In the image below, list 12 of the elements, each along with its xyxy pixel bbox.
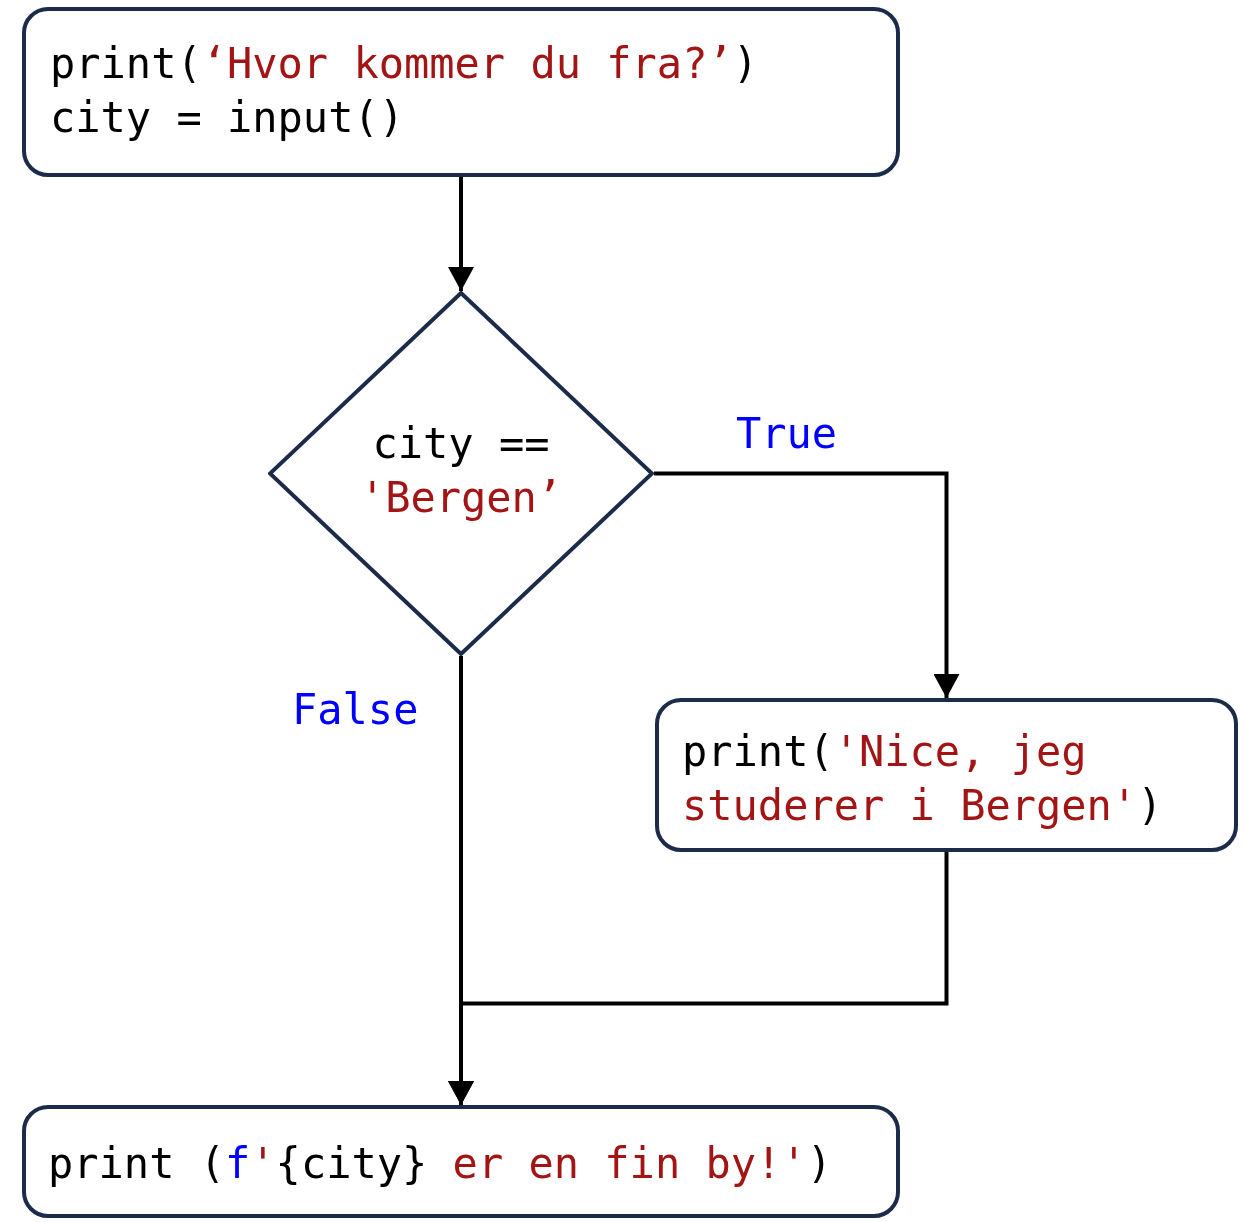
process-box [22,7,900,177]
code-text: city = input() [50,92,405,144]
arrow [654,471,960,698]
process-box [655,698,1238,852]
code-text: city == 'Bergen’ [358,418,564,524]
code-text: print (f'{city} er en fin by!') [48,1138,833,1190]
arrow [448,177,474,291]
code-text: print('Nice, jeg studerer i Bergen') [682,726,1164,832]
process-box [22,1105,900,1218]
decision-diamond [268,291,654,656]
arrow [448,852,949,1105]
code-text: print(‘Hvor kommer du fra?’) [50,38,760,90]
